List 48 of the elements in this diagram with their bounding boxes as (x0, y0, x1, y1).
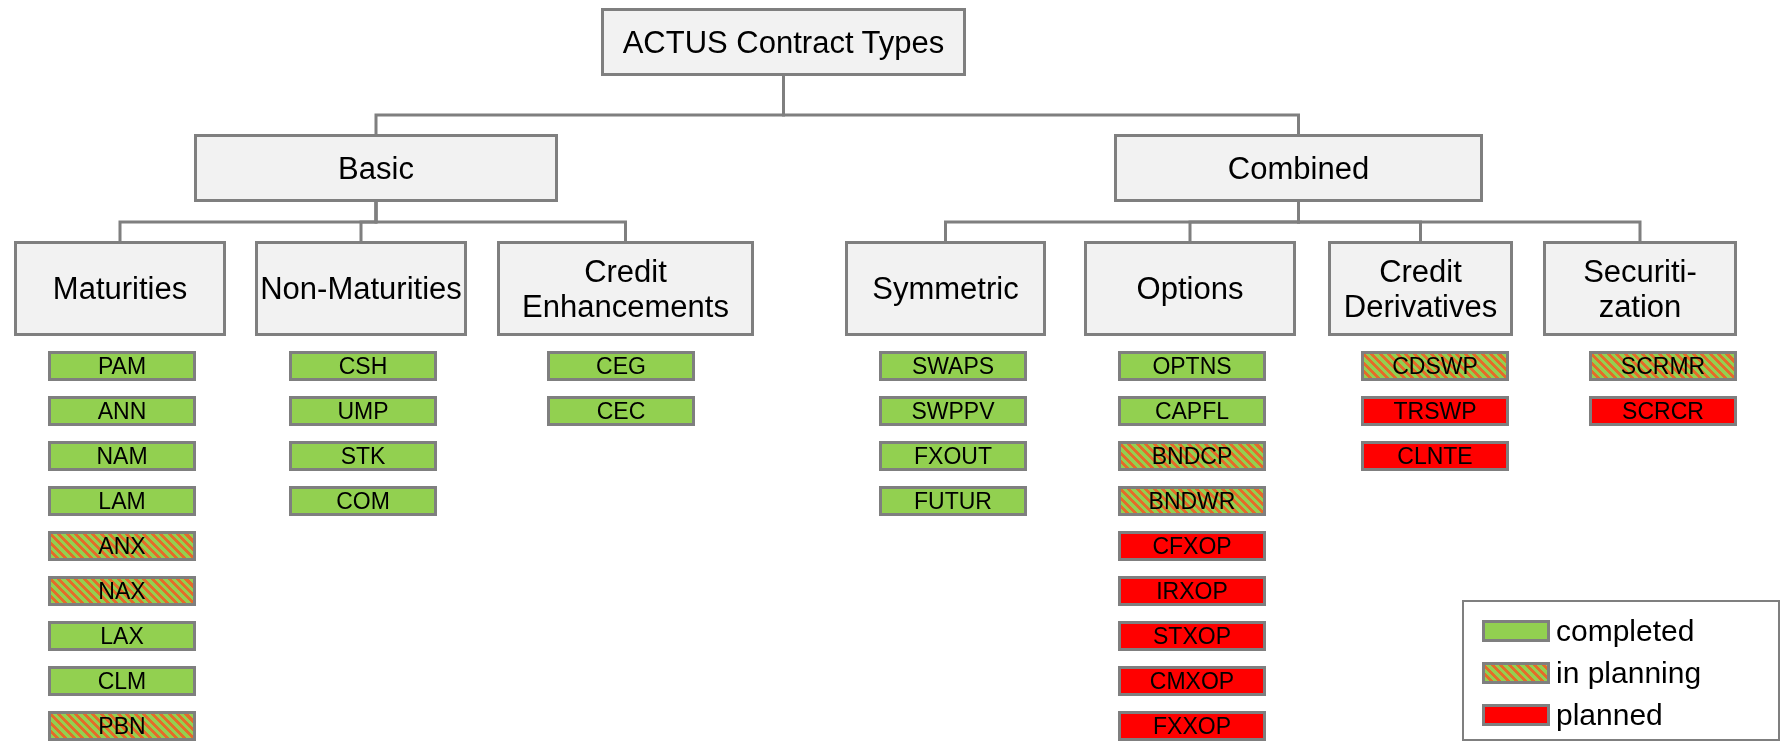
contract-type-box: SWAPS (879, 351, 1027, 381)
contract-type-box: CLM (48, 666, 196, 696)
connector-line (374, 202, 627, 241)
category-box: Securiti-zation (1543, 241, 1737, 336)
category-box: Credit Derivatives (1328, 241, 1513, 336)
legend-label: planned (1556, 698, 1663, 732)
contract-type-box: CSH (289, 351, 437, 381)
contract-type-box: STXOP (1118, 621, 1266, 651)
legend-label: in planning (1556, 656, 1702, 690)
contract-type-box: ANX (48, 531, 196, 561)
category-box: Credit Enhancements (497, 241, 754, 336)
contract-type-box: CEC (547, 396, 695, 426)
contract-type-box: FUTUR (879, 486, 1027, 516)
contract-type-box: CDSWP (1361, 351, 1509, 381)
contract-type-box: TRSWP (1361, 396, 1509, 426)
contract-type-box: COM (289, 486, 437, 516)
contract-type-box: STK (289, 441, 437, 471)
category-box: Basic (194, 134, 558, 202)
contract-type-box: SCRMR (1589, 351, 1737, 381)
contract-type-box: PBN (48, 711, 196, 741)
contract-type-box: BNDWR (1118, 486, 1266, 516)
contract-type-box: PAM (48, 351, 196, 381)
contract-type-box: CEG (547, 351, 695, 381)
contract-type-box: CAPFL (1118, 396, 1266, 426)
contract-type-box: OPTNS (1118, 351, 1266, 381)
contract-type-box: FXXOP (1118, 711, 1266, 741)
contract-type-box: BNDCP (1118, 441, 1266, 471)
category-box: Symmetric (845, 241, 1046, 336)
contract-type-box: FXOUT (879, 441, 1027, 471)
contract-type-box: UMP (289, 396, 437, 426)
contract-type-box: LAM (48, 486, 196, 516)
category-box: ACTUS Contract Types (601, 8, 966, 76)
legend-label: completed (1556, 614, 1695, 648)
contract-type-box: SWPPV (879, 396, 1027, 426)
contract-type-box: CMXOP (1118, 666, 1266, 696)
contract-type-box: CLNTE (1361, 441, 1509, 471)
contract-type-box: LAX (48, 621, 196, 651)
category-box: Options (1084, 241, 1296, 336)
contract-type-box: SCRCR (1589, 396, 1737, 426)
contract-type-box: ANN (48, 396, 196, 426)
connector-line (1297, 202, 1642, 241)
contract-type-box: NAM (48, 441, 196, 471)
category-box: Non-Maturities (255, 241, 467, 336)
contract-type-box: IRXOP (1118, 576, 1266, 606)
category-box: Maturities (14, 241, 226, 336)
contract-type-box: CFXOP (1118, 531, 1266, 561)
contract-type-box: NAX (48, 576, 196, 606)
category-box: Combined (1114, 134, 1483, 202)
